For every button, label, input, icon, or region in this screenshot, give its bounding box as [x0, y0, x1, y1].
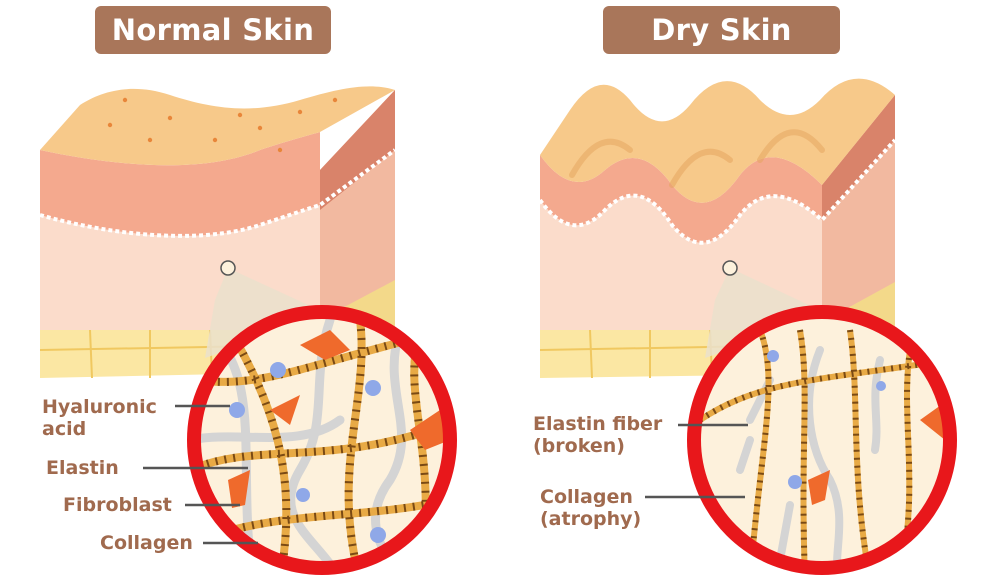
normal-magnifier-beam	[205, 268, 330, 358]
label-collagen-atrophy-line2: (atrophy)	[540, 508, 642, 530]
dry-magnifier	[687, 260, 957, 575]
label-collagen-atrophy-line1: Collagen	[540, 486, 633, 508]
normal-side-epidermis	[320, 90, 395, 210]
dry-basement-membrane	[538, 138, 897, 245]
leader-lines	[143, 404, 748, 545]
label-elastin-fiber-line2: (broken)	[533, 435, 625, 457]
normal-magnifier-ring	[187, 305, 457, 575]
label-hyaluronic-acid: Hyaluronic acid	[42, 396, 157, 440]
dry-side-epidermis	[822, 95, 895, 220]
dry-epidermis	[540, 155, 822, 243]
label-fibroblast: Fibroblast	[63, 494, 172, 516]
label-collagen: Collagen	[100, 532, 193, 554]
label-hyaluronic-line1: Hyaluronic	[42, 396, 157, 418]
normal-top-surface	[40, 86, 395, 166]
normal-magnifier	[187, 260, 457, 575]
dry-magnifier-origin	[722, 260, 738, 276]
title-normal-skin: Normal Skin	[95, 6, 331, 54]
normal-epidermis	[40, 132, 320, 236]
label-elastin: Elastin	[46, 457, 119, 479]
normal-magnifier-origin	[220, 260, 236, 276]
label-collagen-atrophy: Collagen (atrophy)	[540, 486, 641, 530]
dry-top-surface	[540, 78, 895, 203]
dry-magnifier-ring	[687, 305, 957, 575]
label-hyaluronic-line2: acid	[42, 418, 87, 440]
label-elastin-fiber-line1: Elastin fiber	[533, 413, 663, 435]
title-dry-skin: Dry Skin	[603, 6, 840, 54]
dry-magnifier-beam	[705, 268, 830, 358]
label-elastin-fiber-broken: Elastin fiber (broken)	[533, 413, 662, 457]
normal-basement-membrane	[39, 148, 397, 238]
